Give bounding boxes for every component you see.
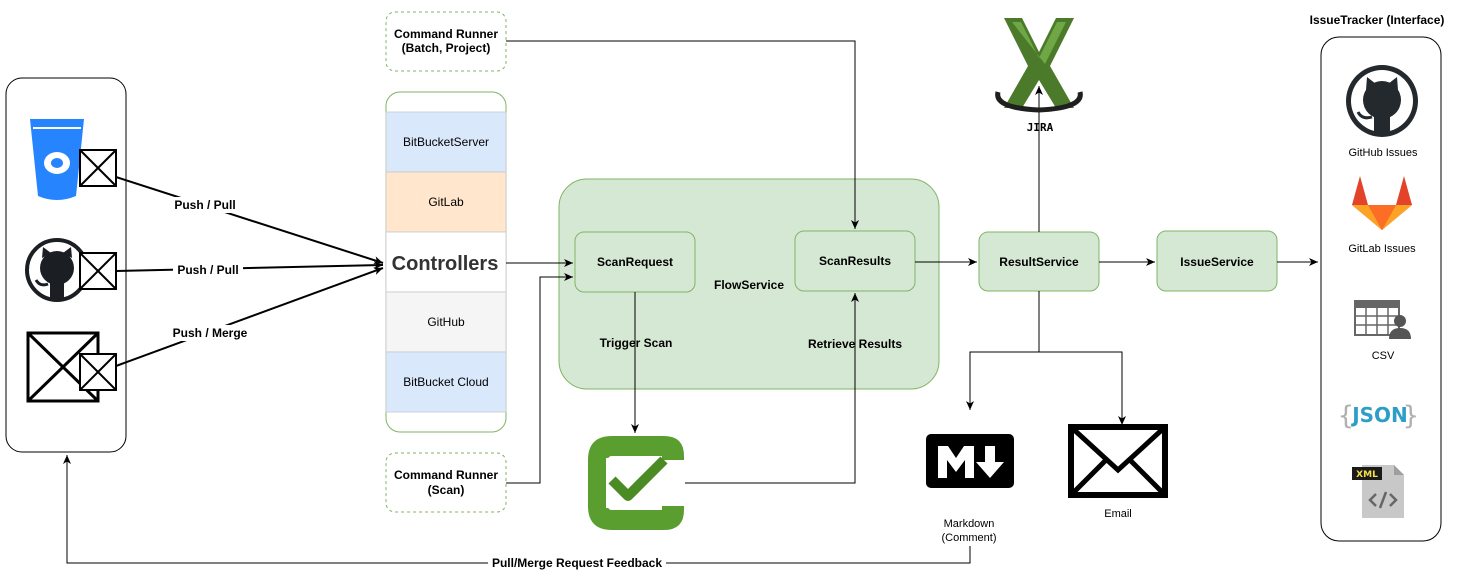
scan-results-label: ScanResults	[819, 254, 891, 268]
github-issues-label: GitHub Issues	[1348, 147, 1418, 159]
github-icon	[25, 238, 89, 302]
markdown-icon	[926, 434, 1014, 488]
broken-image-icon	[79, 353, 117, 391]
xml-file-icon: XML	[1352, 465, 1404, 518]
issue-service-label: IssueService	[1180, 255, 1254, 269]
controller-bitbucketserver-label: BitBucketServer	[403, 135, 489, 149]
command-runner-batch-line2: (Batch, Project)	[402, 41, 491, 55]
feedback-label: Pull/Merge Request Feedback	[492, 556, 662, 570]
markdown-label-line2: (Comment)	[941, 532, 996, 544]
controller-bitbucketserver	[385, 111, 507, 173]
command-runner-batch-edge	[506, 40, 859, 229]
issue-service-box	[1156, 230, 1278, 292]
controller-bitbucket-cloud-label: BitBucket Cloud	[403, 375, 488, 389]
push-pull-edge-bitbucket	[115, 176, 384, 265]
svg-text:{: {	[1338, 401, 1354, 431]
resultservice-to-email-edge	[1039, 351, 1126, 425]
controllers-title: Controllers	[392, 253, 499, 275]
edge-label-push-pull-2: Push / Pull	[177, 263, 238, 277]
command-runner-scan-edge	[506, 273, 573, 484]
controller-bitbucket-cloud	[385, 351, 507, 413]
feedback-edge	[63, 455, 971, 564]
email-label: Email	[1104, 508, 1132, 520]
gitlab-icon	[1352, 176, 1412, 230]
checkmarx-icon	[588, 436, 684, 530]
csv-label: CSV	[1372, 350, 1395, 362]
xml-text: XML	[1356, 470, 1378, 480]
issue-tracker-title: IssueTracker (Interface)	[1310, 13, 1445, 27]
jira-label: JIRA	[1027, 121, 1054, 134]
command-runner-batch	[385, 11, 507, 72]
gitlab-issues-label: GitLab Issues	[1348, 243, 1416, 255]
scan-request-label: ScanRequest	[597, 255, 673, 269]
command-runner-scan	[385, 452, 507, 513]
result-service-label: ResultService	[999, 255, 1079, 269]
json-text: JSON	[1350, 403, 1408, 427]
edge-label-push-pull-1: Push / Pull	[174, 198, 235, 212]
controllers-title-box	[385, 231, 507, 293]
controller-gitlab	[385, 171, 507, 233]
controller-gitlab-label: GitLab	[428, 195, 464, 209]
controller-github	[385, 291, 507, 353]
trigger-scan-label: Trigger Scan	[600, 336, 673, 350]
json-icon: { } JSON	[1338, 401, 1419, 431]
markdown-label-line1: Markdown	[944, 518, 995, 530]
broken-image-icon	[79, 252, 117, 290]
email-icon	[1068, 424, 1168, 498]
bitbucket-icon	[30, 119, 84, 200]
command-runner-scan-line1: Command Runner	[394, 468, 498, 482]
push-merge-edge	[115, 267, 384, 367]
command-runner-scan-line2: (Scan)	[428, 483, 465, 497]
scan-results-box	[794, 230, 916, 292]
broken-image-icon	[79, 149, 117, 187]
command-runner-batch-line1: Command Runner	[394, 27, 498, 41]
push-pull-edge-github	[115, 261, 384, 272]
resultservice-to-markdown-edge	[966, 351, 1039, 410]
retrieve-results-edge	[685, 293, 859, 484]
svg-text:}: }	[1403, 401, 1419, 431]
issue-tracker-panel	[1320, 36, 1442, 542]
flow-service-label: FlowService	[714, 278, 784, 292]
jira-icon	[995, 18, 1083, 113]
edge-label-push-merge: Push / Merge	[173, 326, 248, 340]
csv-icon	[1354, 300, 1411, 339]
controller-github-label: GitHub	[427, 315, 465, 329]
github-icon	[1346, 65, 1418, 137]
